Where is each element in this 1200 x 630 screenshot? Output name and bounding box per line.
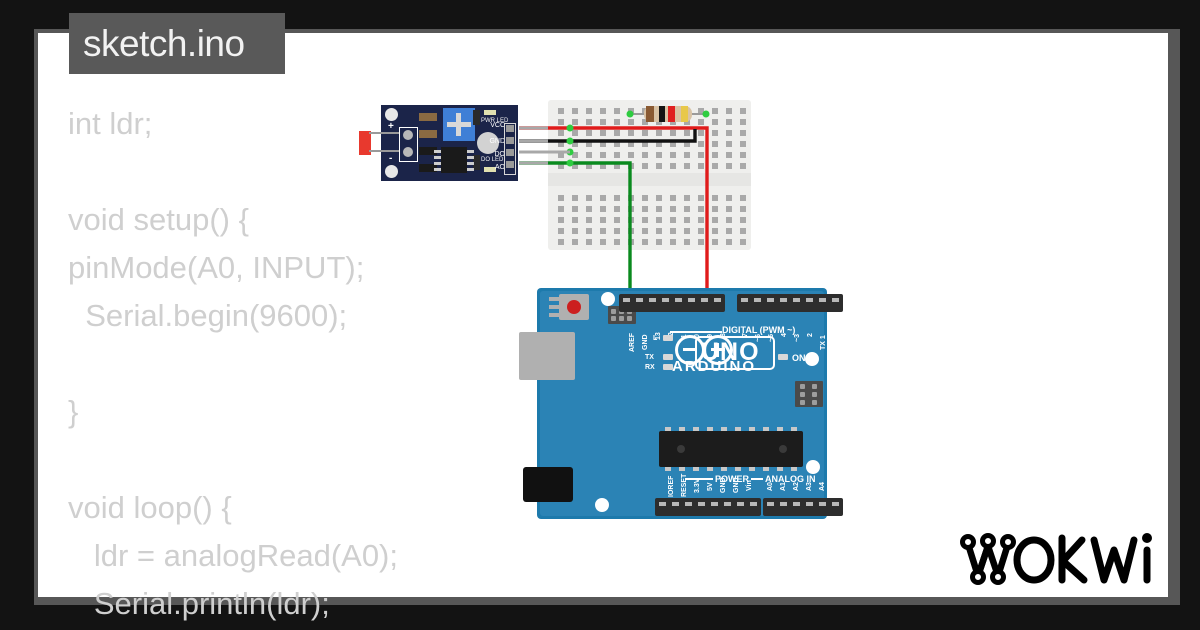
file-tab-sketch-ino[interactable]: sketch.ino [69,13,285,74]
code-line: void loop() { [68,490,232,525]
code-line: } [68,394,79,429]
wokwi-logo [958,524,1154,591]
code-line: ldr = analogRead(A0); [68,538,398,573]
code-line: int ldr; [68,106,153,141]
code-line: pinMode(A0, INPUT); [68,250,365,285]
code-line [68,340,538,388]
code-line: Serial.println(ldr); [68,586,330,621]
file-tab-label: sketch.ino [83,22,245,64]
code-line: void setup() { [68,202,249,237]
code-line [68,436,538,484]
code-editor[interactable]: int ldr; void setup() { pinMode(A0, INPU… [68,100,538,628]
code-line: Serial.begin(9600); [68,298,348,333]
code-line [68,148,538,196]
